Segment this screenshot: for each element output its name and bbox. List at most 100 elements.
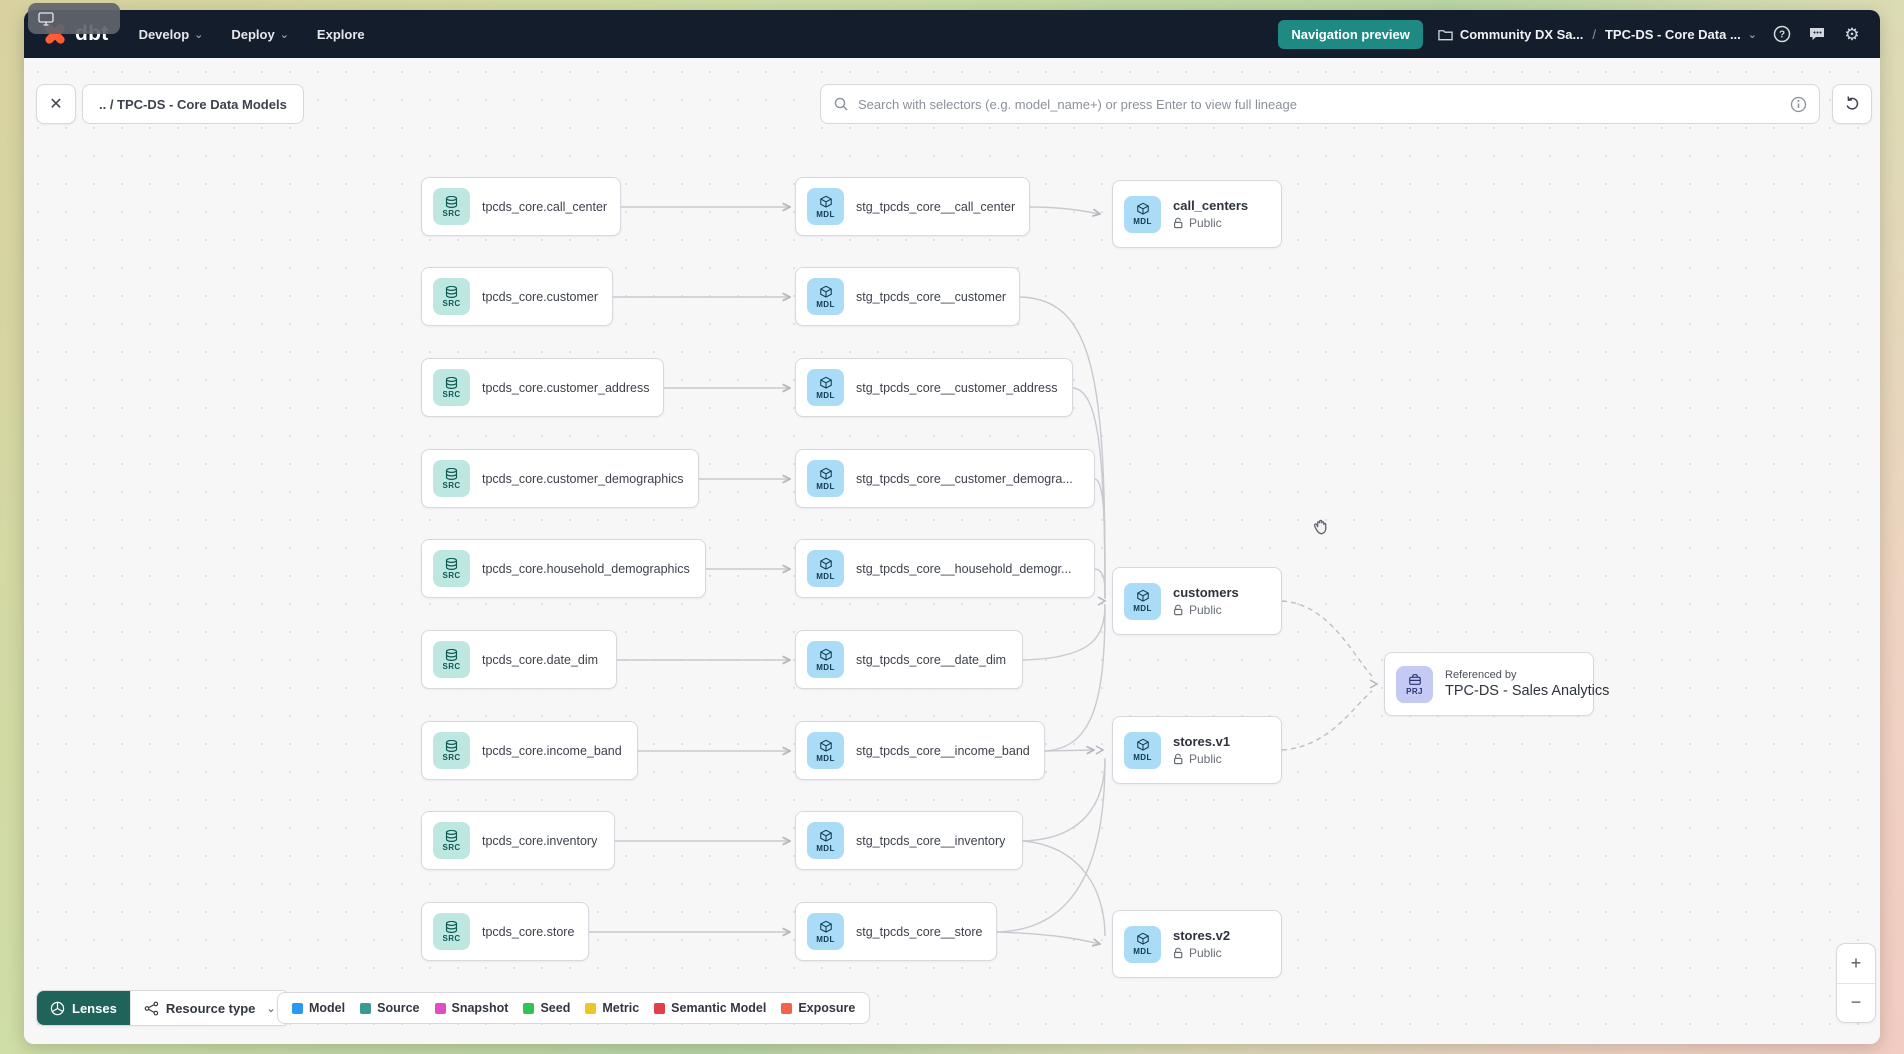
model-node-stg-customer-address[interactable]: MDL stg_tpcds_core__customer_address xyxy=(795,358,1073,417)
model-node-stg-store[interactable]: MDL stg_tpcds_core__store xyxy=(795,902,997,961)
dbt-cloud-window: dbt Develop ⌄ Deploy ⌄ Explore Navigatio… xyxy=(24,10,1880,1044)
settings-gear-icon[interactable]: ⚙ xyxy=(1844,24,1860,44)
model-node-stores-v1[interactable]: MDL stores.v1 Public xyxy=(1112,716,1282,784)
model-icon: MDL xyxy=(1124,582,1161,620)
edge xyxy=(1044,605,1106,752)
feedback-icon[interactable] xyxy=(1807,24,1827,44)
node-label: stg_tpcds_core__customer xyxy=(856,289,1007,304)
model-icon: MDL xyxy=(1124,925,1161,963)
menu-explore[interactable]: Explore xyxy=(317,27,365,42)
screen-share-indicator xyxy=(28,3,120,34)
model-node-stg-customer-demographics[interactable]: MDL stg_tpcds_core__customer_demogra... xyxy=(795,449,1095,508)
model-node-stg-customer[interactable]: MDL stg_tpcds_core__customer xyxy=(795,267,1020,326)
source-node-customer-address[interactable]: SRC tpcds_core.customer_address xyxy=(421,358,664,417)
node-label: stores.v1 xyxy=(1173,734,1231,749)
source-node-inventory[interactable]: SRC tpcds_core.inventory xyxy=(421,811,615,870)
model-icon: MDL xyxy=(807,822,844,859)
resource-type-dropdown[interactable]: Resource type ⌄ xyxy=(129,991,289,1025)
edge xyxy=(1022,757,1106,842)
source-node-call-center[interactable]: SRC tpcds_core.call_center xyxy=(421,177,621,236)
source-icon: SRC xyxy=(433,641,470,678)
zoom-out-button[interactable]: − xyxy=(1850,992,1862,1013)
node-label: tpcds_core.customer_address xyxy=(482,380,650,395)
edge xyxy=(1094,478,1106,599)
source-icon: SRC xyxy=(433,369,470,406)
project-icon: PRJ xyxy=(1396,665,1433,703)
legend-swatch xyxy=(781,1002,793,1014)
source-node-income-band[interactable]: SRC tpcds_core.income_band xyxy=(421,721,638,780)
navigation-preview-button[interactable]: Navigation preview xyxy=(1278,19,1423,49)
lenses-toolbar: Lenses Resource type ⌄ xyxy=(36,990,290,1026)
source-node-customer-demographics[interactable]: SRC tpcds_core.customer_demographics xyxy=(421,449,699,508)
breadcrumb-account[interactable]: Community DX Sa... xyxy=(1459,26,1584,42)
close-lineage-button[interactable]: ✕ xyxy=(36,84,76,124)
refresh-icon xyxy=(1846,96,1859,110)
lenses-button[interactable]: Lenses xyxy=(37,991,130,1025)
model-node-stg-call-center[interactable]: MDL stg_tpcds_core__call_center xyxy=(795,177,1030,236)
project-node-sales-analytics[interactable]: PRJ Referenced by TPC-DS - Sales Analyti… xyxy=(1384,652,1609,716)
lineage-edges xyxy=(589,58,1379,1044)
model-icon: MDL xyxy=(807,732,844,769)
node-label: tpcds_core.customer xyxy=(482,289,599,304)
menu-explore-label: Explore xyxy=(316,26,365,42)
node-label: stg_tpcds_core__store xyxy=(856,924,983,939)
model-node-stg-household-demographics[interactable]: MDL stg_tpcds_core__household_demogr... xyxy=(795,539,1095,598)
node-label: stg_tpcds_core__household_demogr... xyxy=(856,561,1072,576)
source-node-store[interactable]: SRC tpcds_core.store xyxy=(421,902,589,961)
help-icon[interactable]: ? xyxy=(1772,24,1792,44)
model-node-stg-income-band[interactable]: MDL stg_tpcds_core__income_band xyxy=(795,721,1045,780)
legend-item-exposure: Exposure xyxy=(781,1001,855,1015)
access-label: Public xyxy=(1189,752,1222,766)
chevron-down-icon: ⌄ xyxy=(266,1002,276,1015)
lineage-canvas[interactable]: ✕ .. / TPC-DS - Core Data Models xyxy=(24,58,1880,1044)
chevron-down-icon: ⌄ xyxy=(194,28,204,41)
model-icon: MDL xyxy=(807,369,844,406)
legend-swatch xyxy=(654,1002,666,1014)
edge xyxy=(1044,750,1094,751)
edge xyxy=(1022,603,1106,661)
edge xyxy=(1022,840,1106,937)
legend-swatch xyxy=(523,1002,535,1014)
legend-item-seed: Seed xyxy=(523,1001,570,1015)
source-icon: SRC xyxy=(433,732,470,769)
legend-item-metric: Metric xyxy=(585,1001,639,1015)
close-icon: ✕ xyxy=(49,96,63,113)
lineage-breadcrumb-chip[interactable]: .. / TPC-DS - Core Data Models xyxy=(82,84,304,124)
source-icon: SRC xyxy=(433,460,470,497)
node-label: tpcds_core.household_demographics xyxy=(482,561,690,576)
access-row: Public xyxy=(1173,603,1239,617)
public-lock-icon xyxy=(1174,753,1183,765)
source-icon: SRC xyxy=(433,550,470,587)
source-node-household-demographics[interactable]: SRC tpcds_core.household_demographics xyxy=(421,539,706,598)
breadcrumb-project[interactable]: TPC-DS - Core Data ... xyxy=(1604,26,1741,42)
chevron-down-icon[interactable]: ⌄ xyxy=(1747,28,1757,41)
source-icon: SRC xyxy=(433,278,470,315)
model-node-stg-date-dim[interactable]: MDL stg_tpcds_core__date_dim xyxy=(795,630,1023,689)
search-input[interactable] xyxy=(858,96,1781,112)
menu-develop[interactable]: Develop ⌄ xyxy=(139,27,204,42)
node-label: tpcds_core.store xyxy=(482,924,575,939)
access-label: Public xyxy=(1189,946,1222,960)
model-node-stg-inventory[interactable]: MDL stg_tpcds_core__inventory xyxy=(795,811,1023,870)
model-icon: MDL xyxy=(807,278,844,315)
menu-deploy[interactable]: Deploy ⌄ xyxy=(231,27,289,42)
node-label: tpcds_core.income_band xyxy=(482,743,622,758)
info-icon[interactable] xyxy=(1790,96,1807,113)
public-lock-icon xyxy=(1174,217,1183,229)
model-node-stores-v2[interactable]: MDL stores.v2 Public xyxy=(1112,910,1282,978)
refresh-lineage-button[interactable] xyxy=(1832,84,1872,124)
search-icon xyxy=(834,97,848,111)
zoom-in-button[interactable]: + xyxy=(1837,944,1875,984)
top-navbar: dbt Develop ⌄ Deploy ⌄ Explore Navigatio… xyxy=(24,10,1880,58)
model-icon: MDL xyxy=(1124,731,1161,769)
public-lock-icon xyxy=(1174,947,1183,959)
lenses-label: Lenses xyxy=(72,1000,117,1016)
source-node-customer[interactable]: SRC tpcds_core.customer xyxy=(421,267,613,326)
legend-item-snapshot: Snapshot xyxy=(434,1001,508,1015)
source-node-date-dim[interactable]: SRC tpcds_core.date_dim xyxy=(421,630,617,689)
model-node-customers[interactable]: MDL customers Public xyxy=(1112,567,1282,635)
node-label: stg_tpcds_core__customer_demogra... xyxy=(856,471,1073,486)
model-node-call-centers[interactable]: MDL call_centers Public xyxy=(1112,180,1282,248)
node-label: tpcds_core.call_center xyxy=(482,199,608,214)
edge-cross-project xyxy=(1281,600,1373,677)
